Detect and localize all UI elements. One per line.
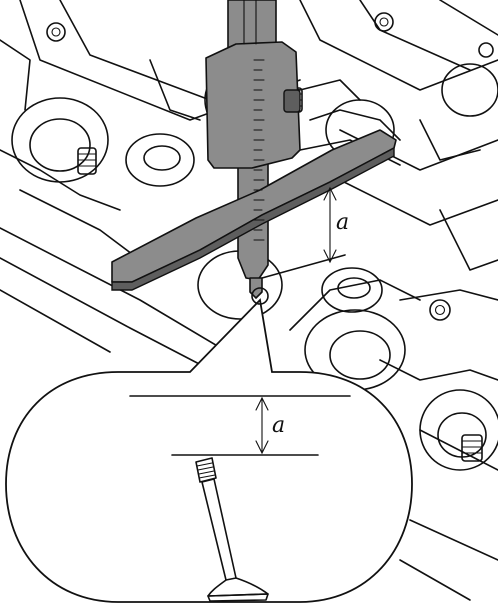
depth-dimension-main: a <box>261 186 349 279</box>
depth-gauge <box>111 0 397 299</box>
depth-label-main: a <box>336 210 349 235</box>
valve-drawing <box>195 457 269 602</box>
detail-focus-circle <box>251 287 269 305</box>
detail-callout: a <box>5 287 413 603</box>
depth-label-detail: a <box>272 413 285 438</box>
